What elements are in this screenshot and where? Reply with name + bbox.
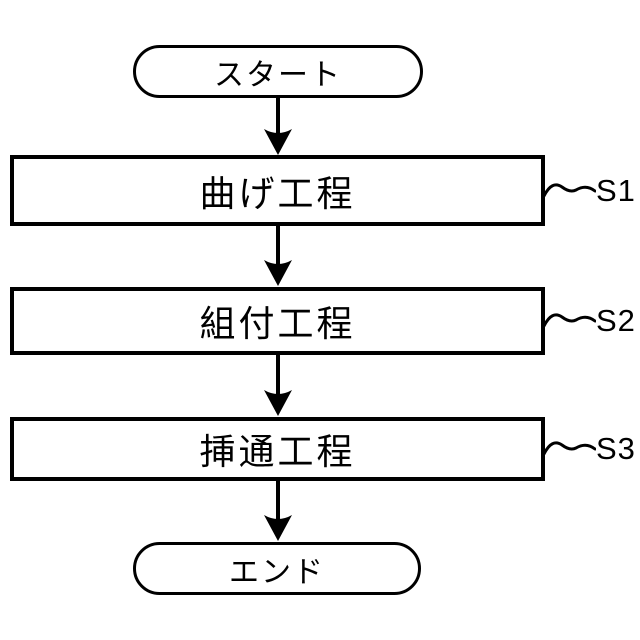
step1-ref-label: S1: [596, 173, 636, 208]
process-box-step1: 曲げ工程: [10, 155, 545, 226]
step2-ref-label: S2: [596, 303, 636, 338]
start-node: スタート: [133, 45, 423, 98]
arrow-down-icon: [264, 226, 292, 286]
step3-label: 挿通工程: [199, 431, 356, 472]
end-node: エンド: [133, 542, 421, 595]
start-node-label: スタート: [214, 58, 342, 92]
arrow-down-icon: [264, 355, 292, 416]
reference-squiggle-icon: [543, 183, 596, 198]
process-box-step3: 挿通工程: [10, 417, 545, 481]
step2-label: 組付工程: [199, 303, 356, 344]
reference-squiggle-icon: [543, 313, 596, 328]
arrow-down-icon: [264, 96, 292, 155]
step1-label: 曲げ工程: [199, 172, 356, 214]
process-box-step2: 組付工程: [10, 287, 545, 355]
arrow-down-icon: [264, 481, 292, 541]
step3-ref-label: S3: [596, 431, 636, 466]
end-node-label: エンド: [229, 555, 325, 589]
reference-squiggle-icon: [543, 441, 596, 456]
